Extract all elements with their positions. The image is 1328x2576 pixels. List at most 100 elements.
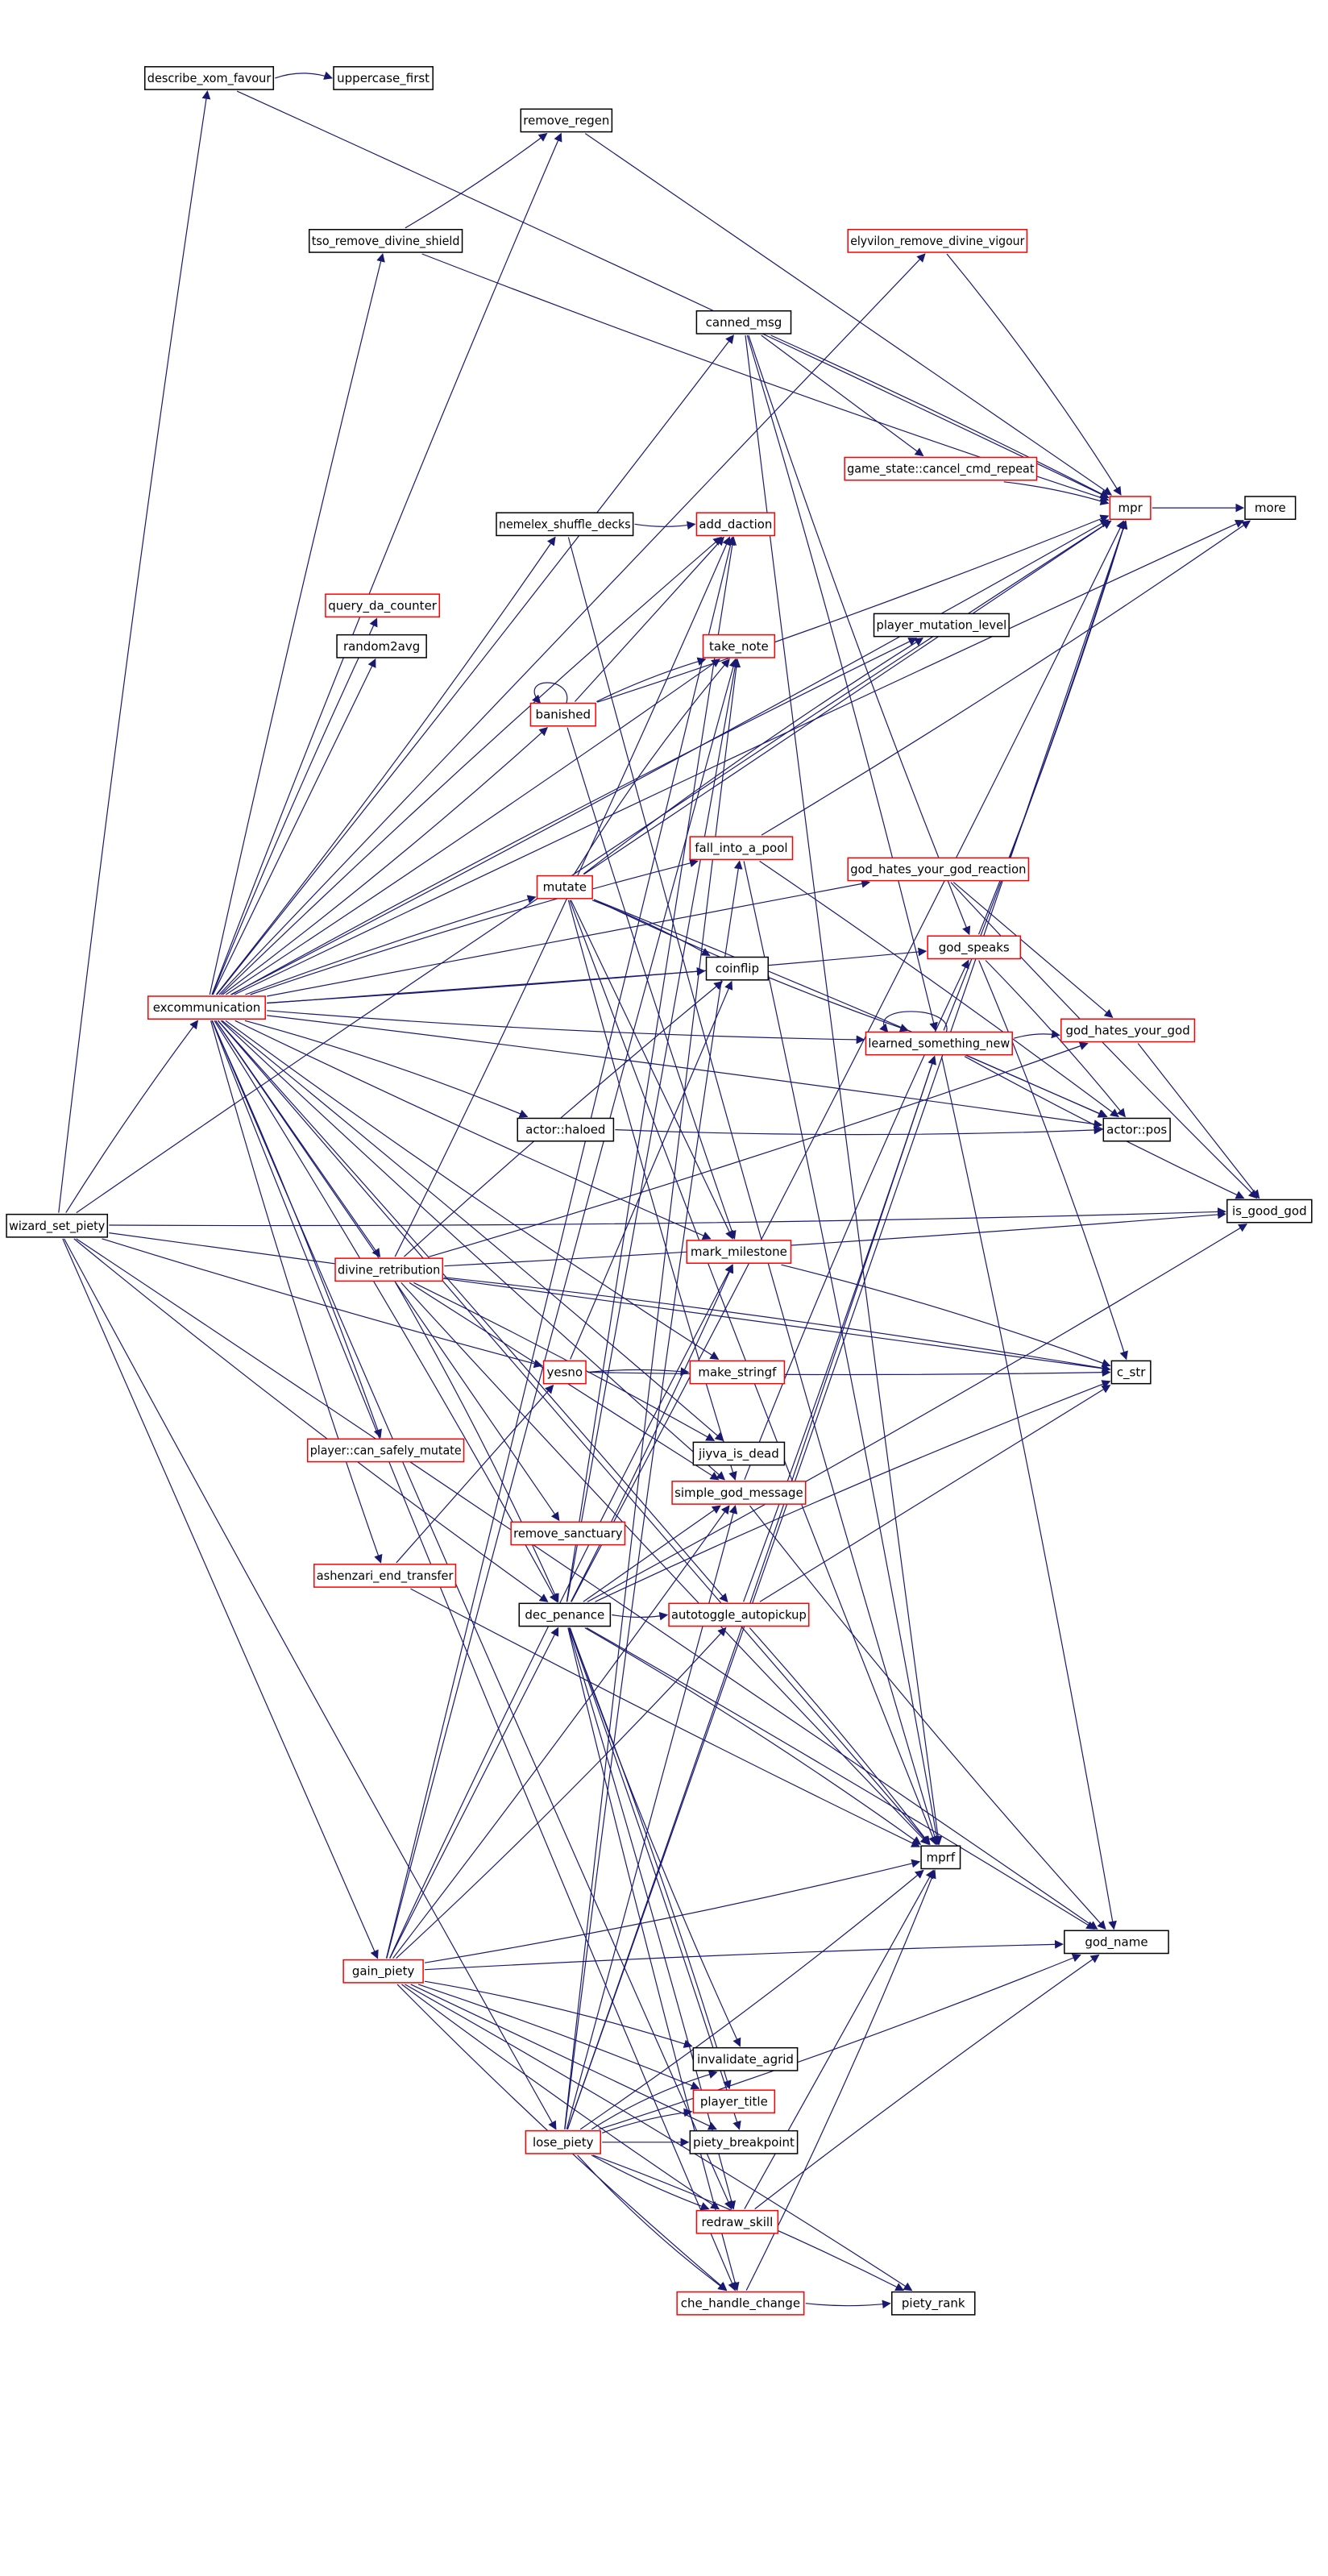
- node-lose_piety[interactable]: lose_piety: [525, 2129, 601, 2154]
- node-redraw_skill[interactable]: redraw_skill: [695, 2209, 779, 2234]
- node-invalidate_agrid[interactable]: invalidate_agrid: [692, 2046, 799, 2071]
- node-elyvilon_remove_divine_vigour[interactable]: elyvilon_remove_divine_vigour: [847, 229, 1028, 253]
- edge-fall_into_a_pool-to-actor_pos: [759, 860, 1119, 1118]
- edge-divine_retribution-to-jiyva_is_dead: [413, 1282, 716, 1441]
- edge-gain_piety-to-god_name: [425, 1939, 1064, 1971]
- node-box: [308, 229, 463, 253]
- node-describe_xom_favour[interactable]: describe_xom_favour: [143, 66, 275, 90]
- node-game_state_cancel_cmd_repeat[interactable]: game_state::cancel_cmd_repeat: [844, 456, 1038, 481]
- node-god_hates_your_god_reaction[interactable]: god_hates_your_god_reaction: [847, 857, 1030, 882]
- node-mprf[interactable]: mprf: [920, 1845, 961, 1870]
- edge-lose_piety-to-learned_something_new: [566, 1055, 936, 2129]
- node-remove_regen[interactable]: remove_regen: [520, 108, 613, 133]
- node-remove_sanctuary[interactable]: remove_sanctuary: [510, 1521, 626, 1546]
- edge-excommunication-to-actor_haloed: [244, 1020, 529, 1118]
- node-label: divine_retribution: [338, 1262, 440, 1278]
- edge-wizard_set_piety-to-c_str: [109, 1232, 1111, 1373]
- node-box: [334, 1257, 444, 1282]
- node-wizard_set_piety[interactable]: wizard_set_piety: [6, 1213, 109, 1238]
- node-player_mutation_level[interactable]: player_mutation_level: [873, 613, 1010, 638]
- node-piety_rank[interactable]: piety_rank: [890, 2291, 976, 2316]
- node-fall_into_a_pool[interactable]: fall_into_a_pool: [689, 836, 794, 861]
- node-piety_breakpoint[interactable]: piety_breakpoint: [689, 2129, 799, 2154]
- node-box: [520, 108, 613, 133]
- node-box: [847, 229, 1028, 253]
- edge-divine_retribution-to-c_str: [444, 1277, 1111, 1373]
- edge-lose_piety-to-invalidate_agrid: [591, 2070, 718, 2130]
- node-god_hates_your_god[interactable]: god_hates_your_god: [1060, 1018, 1196, 1043]
- node-more[interactable]: more: [1244, 496, 1297, 521]
- edge-dec_penance-to-mprf: [584, 1627, 922, 1845]
- edge-mutate-to-mpr: [583, 520, 1112, 875]
- node-query_da_counter[interactable]: query_da_counter: [325, 593, 441, 618]
- edge-learned_something_new-to-learned_something_new: [879, 1011, 948, 1033]
- node-learned_something_new[interactable]: learned_something_new: [865, 1031, 1013, 1056]
- node-actor_haloed[interactable]: actor::haloed: [517, 1117, 615, 1142]
- node-god_speaks[interactable]: god_speaks: [927, 935, 1022, 960]
- node-label: uppercase_first: [337, 71, 430, 86]
- edge-redraw_skill-to-mprf: [744, 1869, 934, 2209]
- node-che_handle_change[interactable]: che_handle_change: [676, 2291, 805, 2316]
- edge-gain_piety-to-piety_breakpoint: [410, 1984, 717, 2130]
- node-label: piety_rank: [902, 2296, 965, 2312]
- node-box: [1244, 496, 1297, 521]
- node-yesno[interactable]: yesno: [542, 1360, 587, 1385]
- node-box: [705, 956, 770, 981]
- node-mpr[interactable]: mpr: [1109, 496, 1152, 521]
- node-player_title[interactable]: player_title: [692, 2089, 776, 2114]
- node-canned_msg[interactable]: canned_msg: [695, 310, 792, 334]
- edge-describe_xom_favour-to-uppercase_first: [275, 71, 334, 80]
- node-ashenzari_end_transfer[interactable]: ashenzari_end_transfer: [313, 1564, 457, 1588]
- node-c_str[interactable]: c_str: [1110, 1360, 1152, 1385]
- node-mutate[interactable]: mutate: [536, 875, 593, 900]
- edge-canned_msg-to-game_state_cancel_cmd_repeat: [761, 334, 924, 457]
- edge-excommunication-to-player_mutation_level: [231, 638, 918, 995]
- edge-game_state_cancel_cmd_repeat-to-mpr: [1003, 481, 1110, 505]
- edge-divine_retribution-to-is_good_god: [444, 1210, 1226, 1267]
- node-nemelex_shuffle_decks[interactable]: nemelex_shuffle_decks: [496, 512, 634, 537]
- edge-dec_penance-to-take_note: [566, 658, 740, 1602]
- node-simple_god_message[interactable]: simple_god_message: [671, 1481, 807, 1505]
- edge-autotoggle_autopickup-to-c_str: [759, 1385, 1111, 1602]
- node-god_name[interactable]: god_name: [1064, 1930, 1169, 1955]
- node-box: [695, 310, 792, 334]
- node-divine_retribution[interactable]: divine_retribution: [334, 1257, 444, 1282]
- edge-excommunication-to-mprf: [217, 1020, 931, 1846]
- node-is_good_god[interactable]: is_good_god: [1226, 1199, 1313, 1224]
- node-box: [313, 1564, 457, 1588]
- edge-learned_something_new-to-actor_pos: [969, 1056, 1108, 1118]
- node-autotoggle_autopickup[interactable]: autotoggle_autopickup: [668, 1602, 810, 1627]
- node-coinflip[interactable]: coinflip: [705, 956, 770, 981]
- node-add_daction[interactable]: add_daction: [695, 512, 776, 537]
- node-label: lose_piety: [533, 2135, 594, 2150]
- node-actor_pos[interactable]: actor::pos: [1102, 1117, 1171, 1142]
- node-box: [1102, 1117, 1171, 1142]
- node-label: query_da_counter: [328, 598, 438, 613]
- edge-excommunication-to-god_hates_your_god_reaction: [267, 879, 871, 997]
- node-label: player_mutation_level: [877, 618, 1007, 634]
- node-dec_penance[interactable]: dec_penance: [518, 1602, 612, 1627]
- node-box: [695, 512, 776, 537]
- edge-gain_piety-to-autotoggle_autopickup: [396, 1627, 727, 1959]
- edge-lose_piety-to-mprf: [579, 1869, 924, 2130]
- node-banished[interactable]: banished: [529, 702, 596, 727]
- edge-canned_msg-to-learned_something_new: [746, 334, 938, 1032]
- node-excommunication[interactable]: excommunication: [147, 995, 266, 1020]
- node-random2avg[interactable]: random2avg: [336, 634, 427, 659]
- node-gain_piety[interactable]: gain_piety: [342, 1959, 424, 1984]
- node-label: mark_milestone: [691, 1244, 787, 1260]
- node-player_can_safely_mutate[interactable]: player::can_safely_mutate: [306, 1438, 465, 1463]
- node-tso_remove_divine_shield[interactable]: tso_remove_divine_shield: [308, 229, 463, 253]
- node-box: [518, 1602, 612, 1627]
- node-make_stringf[interactable]: make_stringf: [689, 1360, 786, 1385]
- edge-excommunication-to-tso_remove_divine_shield: [209, 252, 385, 995]
- node-box: [702, 634, 776, 659]
- edge-excommunication-to-actor_pos: [267, 1015, 1103, 1128]
- node-box: [692, 2089, 776, 2114]
- node-uppercase_first[interactable]: uppercase_first: [333, 66, 434, 90]
- node-box: [542, 1360, 587, 1385]
- node-take_note[interactable]: take_note: [702, 634, 776, 659]
- node-mark_milestone[interactable]: mark_milestone: [686, 1240, 792, 1264]
- node-jiyva_is_dead[interactable]: jiyva_is_dead: [692, 1441, 786, 1466]
- edge-nemelex_shuffle_decks-to-add_daction: [634, 521, 696, 530]
